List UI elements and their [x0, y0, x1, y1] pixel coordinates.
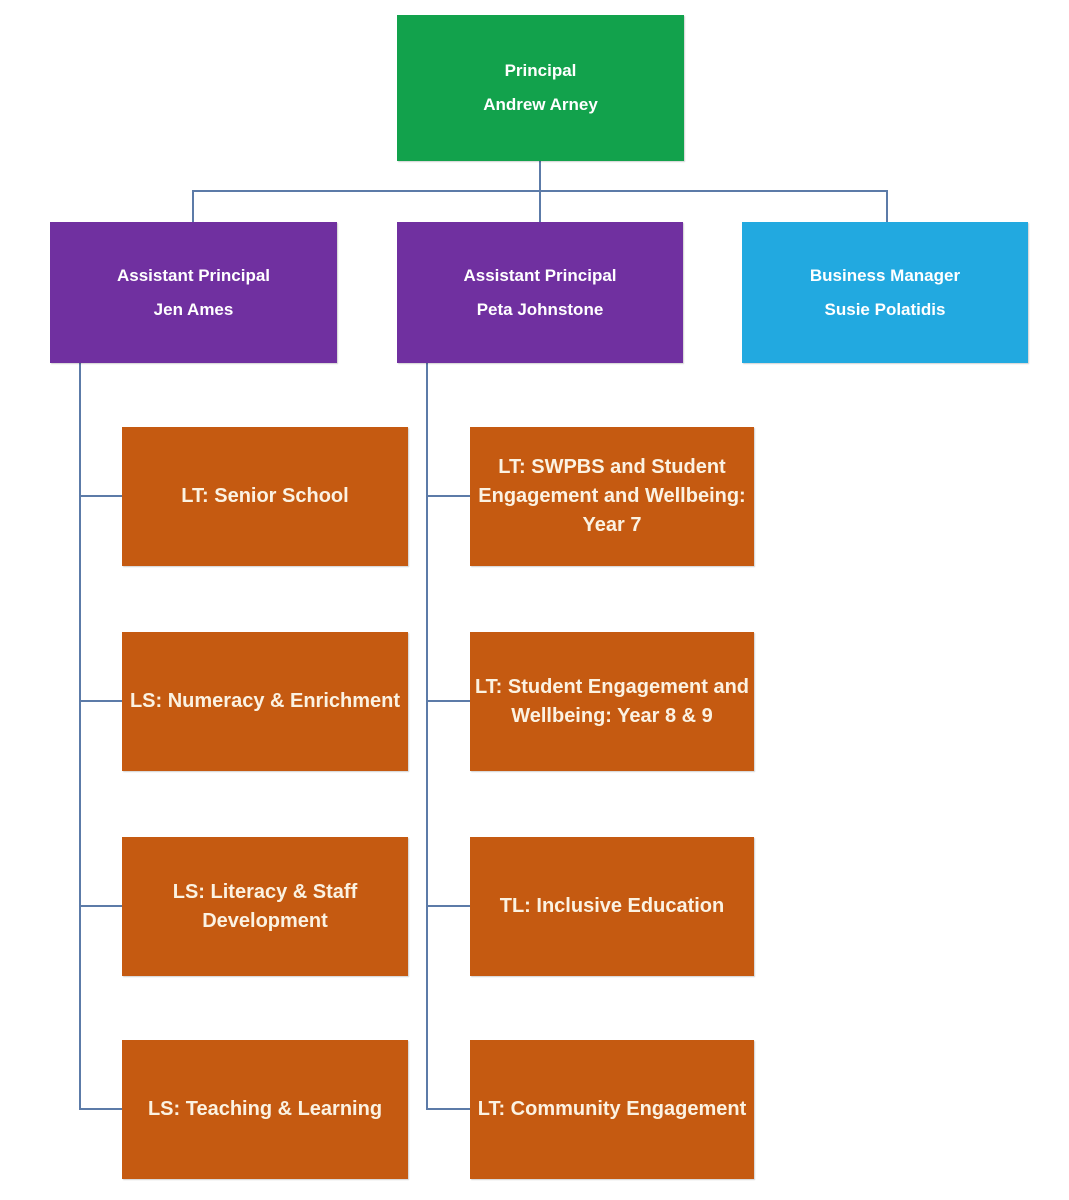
role-label: Assistant Principal [463, 265, 617, 285]
leader-box-numeracy-enrichment: LS: Numeracy & Enrichment [122, 632, 408, 771]
leader-box-wellbeing-year8-9: LT: Student Engagement and Wellbeing: Ye… [470, 632, 754, 771]
connector-rail-left [79, 363, 81, 1110]
role-label: Assistant Principal [116, 265, 271, 285]
connector-drop-middle [539, 190, 541, 222]
connector-rail-middle [426, 363, 428, 1110]
connector-drop-left [192, 190, 194, 222]
principal-box: Principal Andrew Arney [397, 15, 684, 161]
connector-stub-middle-3 [426, 905, 470, 907]
connector-stub-middle-2 [426, 700, 470, 702]
leader-label: LT: Community Engagement [477, 1098, 747, 1120]
name-label: Peta Johnstone [476, 299, 604, 319]
business-manager-box: Business Manager Susie Polatidis [742, 222, 1028, 363]
leader-label: LT: Senior School [181, 485, 349, 507]
connector-drop-right [886, 190, 888, 222]
leader-label: LS: Teaching & Learning [147, 1098, 383, 1120]
assistant-principal-1-box: Assistant Principal Jen Ames [50, 222, 337, 363]
connector-stub-left-2 [79, 700, 122, 702]
role-label: Principal [504, 61, 577, 80]
connector-principal-drop [539, 160, 541, 191]
leader-label: TL: Inclusive Education [499, 895, 725, 917]
connector-stub-left-4 [79, 1108, 122, 1110]
name-label: Jen Ames [153, 299, 234, 319]
assistant-principal-2-box: Assistant Principal Peta Johnstone [397, 222, 683, 363]
leader-box-inclusive-education: TL: Inclusive Education [470, 837, 754, 976]
leader-box-swpbs-year7: LT: SWPBS and Student Engagement and Wel… [470, 427, 754, 566]
leader-box-literacy-staff-development: LS: Literacy & Staff Development [122, 837, 408, 976]
leader-box-teaching-learning: LS: Teaching & Learning [122, 1040, 408, 1179]
name-label: Andrew Arney [483, 95, 598, 114]
name-label: Susie Polatidis [824, 299, 946, 319]
connector-stub-left-1 [79, 495, 122, 497]
leader-label: LS: Numeracy & Enrichment [129, 690, 401, 712]
leader-label: LS: Literacy & Staff Development [172, 880, 358, 932]
leader-label: LT: Student Engagement and Wellbeing: Ye… [474, 675, 750, 727]
connector-stub-middle-4 [426, 1108, 470, 1110]
leader-label: LT: SWPBS and Student Engagement and Wel… [478, 456, 746, 536]
connector-stub-left-3 [79, 905, 122, 907]
role-label: Business Manager [809, 265, 961, 285]
leader-box-senior-school: LT: Senior School [122, 427, 408, 566]
connector-stub-middle-1 [426, 495, 470, 497]
leader-box-community-engagement: LT: Community Engagement [470, 1040, 754, 1179]
